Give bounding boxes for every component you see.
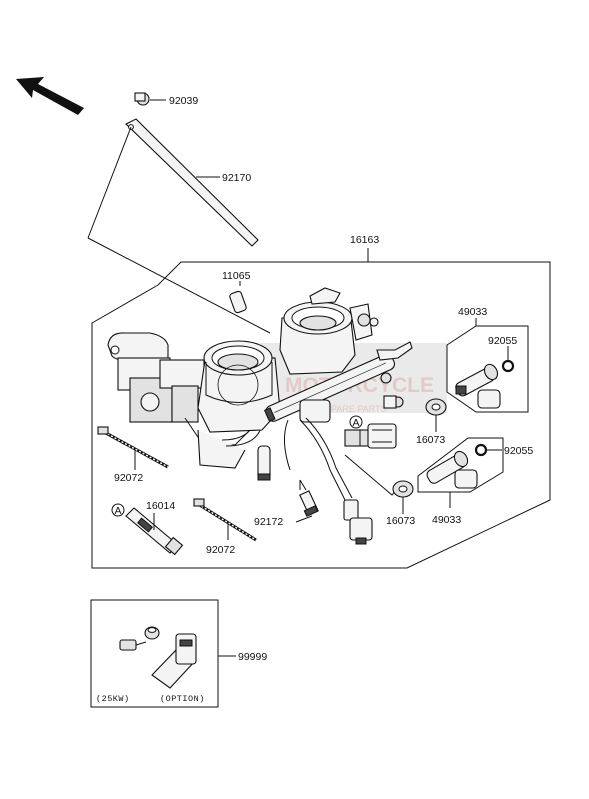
ref-a-detail: A: [115, 505, 122, 517]
label-49033-bottom: 49033: [432, 514, 461, 526]
part-99999-restrictor-kit[interactable]: [119, 626, 197, 689]
option-kit-99999-box: [90, 599, 219, 708]
label-92055-top: 92055: [488, 335, 517, 347]
part-92172-bolt[interactable]: [295, 479, 319, 523]
part-16014-sensor[interactable]: A: [111, 503, 184, 556]
svg-text:SPARE PARTS: SPARE PARTS: [325, 404, 387, 414]
part-92055-o-ring-bottom[interactable]: [474, 443, 502, 457]
part-16073-seal-top[interactable]: [425, 398, 447, 432]
label-92039: 92039: [169, 95, 198, 107]
label-92172: 92172: [254, 516, 283, 528]
part-16073-seal-bottom[interactable]: [392, 480, 414, 514]
label-92072-left: 92072: [114, 472, 143, 484]
label-92055-bottom: 92055: [504, 445, 533, 457]
part-49033-injector-bottom[interactable]: [425, 449, 478, 489]
part-11065-cap[interactable]: [229, 281, 247, 314]
part-92072-cable-tie-bottom[interactable]: [193, 498, 257, 542]
label-16014: 16014: [146, 500, 175, 512]
ref-a-main: A: [353, 417, 360, 429]
label-16073-bottom: 16073: [386, 515, 415, 527]
throttle-body-assembly-16163[interactable]: [107, 287, 413, 545]
label-92072-bottom: 92072: [206, 544, 235, 556]
part-49033-injector-top[interactable]: [454, 362, 501, 409]
part-92055-o-ring-top[interactable]: [501, 346, 515, 373]
label-49033-top: 49033: [458, 306, 487, 318]
injector-group-bottom-box: [417, 437, 504, 493]
part-92072-cable-tie-left[interactable]: [97, 426, 169, 470]
assembly-16163-boundary: [91, 261, 551, 569]
label-16163: 16163: [350, 234, 379, 246]
front-direction-arrow-icon: [16, 77, 84, 115]
label-16073-top: 16073: [416, 434, 445, 446]
note-option: (OPTION): [160, 694, 205, 704]
ref-a-main-icon: [349, 415, 363, 429]
label-11065: 11065: [222, 270, 251, 282]
part-92039-bolt[interactable]: [134, 92, 166, 106]
label-92170: 92170: [222, 172, 251, 184]
label-99999: 99999: [238, 651, 267, 663]
note-25kw: (25KW): [96, 694, 130, 704]
